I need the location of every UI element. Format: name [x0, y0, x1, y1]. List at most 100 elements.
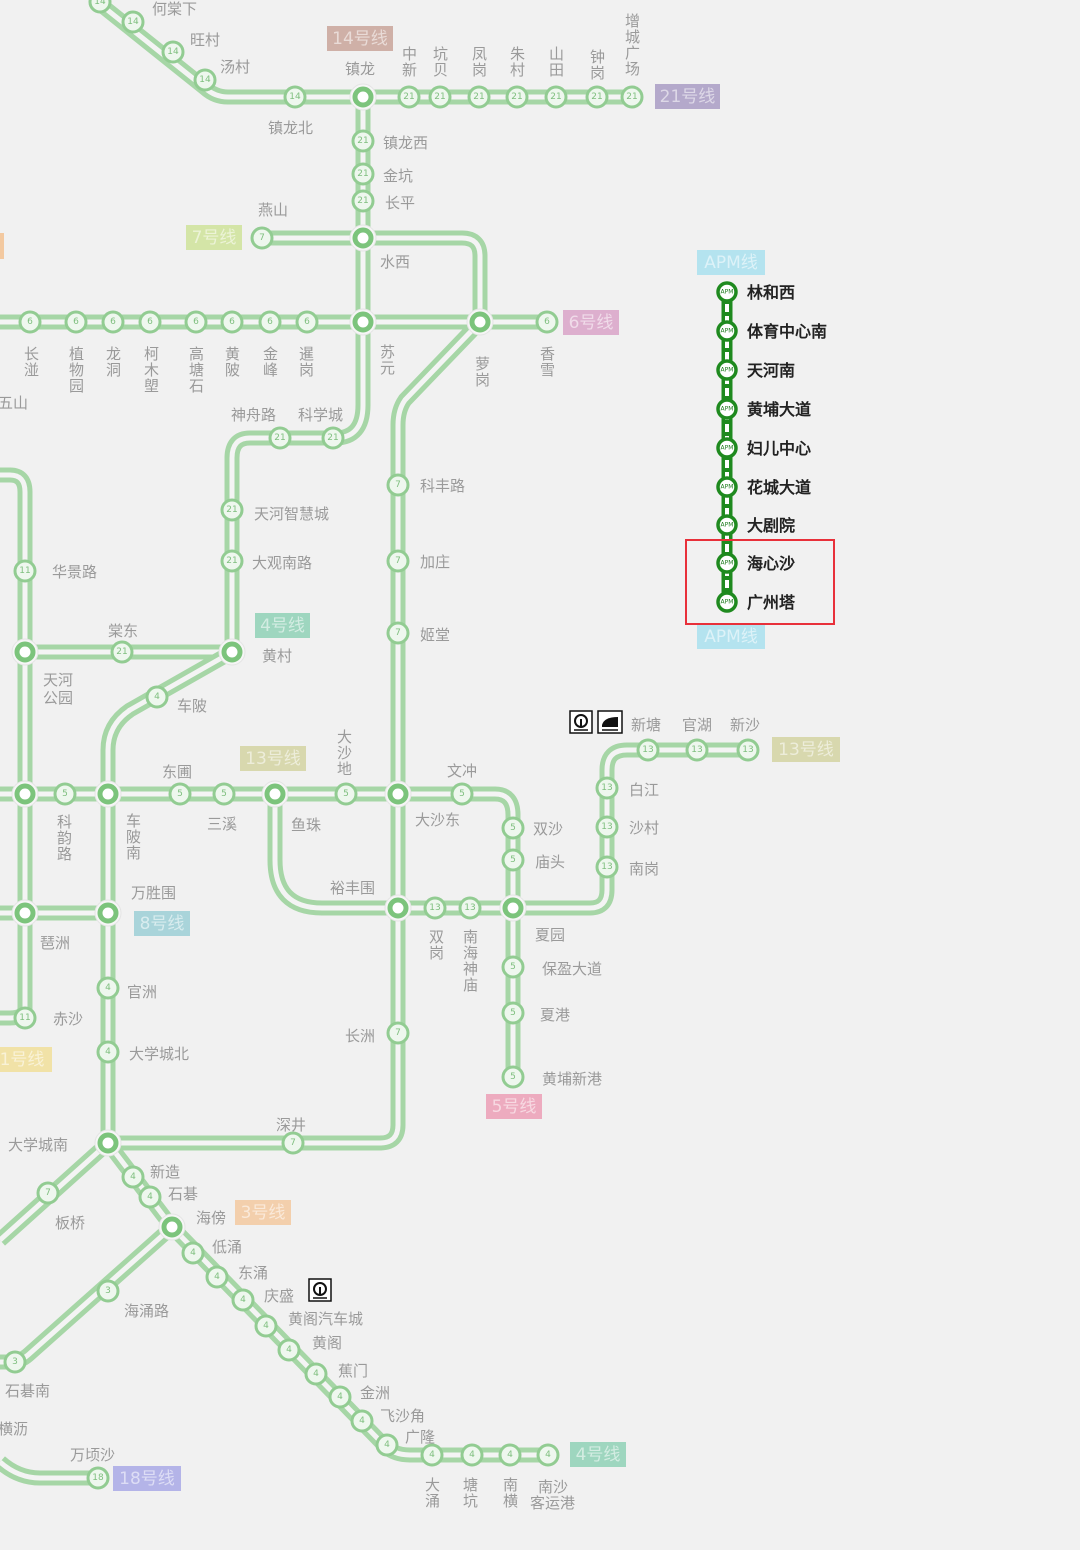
line-badge-l3[interactable]: 3号线 [235, 1200, 291, 1225]
station-label-wushan[interactable]: 五山 [0, 394, 28, 412]
transfer-station[interactable] [499, 894, 527, 922]
station-marker-l21[interactable]: 21 [351, 129, 375, 153]
station-label-shenzhoulu[interactable]: 神舟路 [231, 406, 276, 424]
station-label-shacun[interactable]: 沙村 [629, 819, 659, 837]
station-marker-l7[interactable]: 7 [250, 226, 274, 250]
station-marker-l7[interactable]: 7 [386, 621, 410, 645]
station-marker-l14[interactable]: 14 [283, 85, 307, 109]
station-marker-l7[interactable]: 7 [36, 1181, 60, 1205]
station-marker-l4[interactable]: 4 [181, 1241, 205, 1265]
line-badge-l7[interactable]: 7号线 [186, 225, 242, 250]
station-label-kefenglu[interactable]: 科丰路 [420, 477, 465, 495]
station-label-hengli[interactable]: 横沥 [0, 1420, 28, 1438]
transfer-station[interactable] [261, 780, 289, 808]
station-marker-l21[interactable]: 21 [321, 426, 345, 450]
station-marker-l21[interactable]: 21 [585, 85, 609, 109]
station-label-zhenlongxi[interactable]: 镇龙西 [383, 134, 428, 152]
station-label-longdong[interactable]: 龙洞 [104, 346, 122, 378]
station-marker-l3[interactable]: 3 [96, 1279, 120, 1303]
station-label-jiazhuang[interactable]: 加庄 [420, 553, 450, 571]
station-marker-l5[interactable]: 5 [501, 816, 525, 840]
transfer-station[interactable] [94, 780, 122, 808]
station-marker-l4[interactable]: 4 [96, 976, 120, 1000]
line-badge-l13[interactable]: 13号线 [240, 746, 306, 771]
station-label-nangang[interactable]: 南岗 [629, 860, 659, 878]
station-label-zhongxin[interactable]: 中新 [400, 46, 418, 78]
station-marker-l21[interactable]: 21 [505, 85, 529, 109]
station-marker-l6[interactable]: 6 [220, 310, 244, 334]
station-label-hetangxia[interactable]: 何棠下 [152, 0, 197, 18]
station-label-changban[interactable]: 长湴 [22, 346, 40, 378]
station-label-dachong[interactable]: 大涌 [423, 1477, 441, 1509]
station-marker-l21[interactable]: 21 [397, 85, 421, 109]
station-label-jinzhou[interactable]: 金洲 [360, 1384, 390, 1402]
station-label-nanheng[interactable]: 南横 [501, 1477, 519, 1509]
station-label-yuzhu[interactable]: 鱼珠 [291, 816, 321, 834]
station-label-huangge_qcc[interactable]: 黄阁汽车城 [288, 1310, 363, 1328]
transfer-station[interactable] [218, 638, 246, 666]
station-marker-l14[interactable]: 14 [88, 0, 112, 14]
station-label-xintang[interactable]: 新塘 [631, 716, 661, 734]
station-label-daxuechengnan[interactable]: 大学城南 [8, 1136, 68, 1154]
station-label-haibang[interactable]: 海傍 [196, 1209, 226, 1227]
station-label-shuangsha[interactable]: 双沙 [533, 820, 563, 838]
station-marker-l21[interactable]: 21 [544, 85, 568, 109]
station-label-xiagang[interactable]: 夏港 [540, 1006, 570, 1024]
apm-station-label[interactable]: 广州塔 [747, 593, 796, 612]
station-marker-l21[interactable]: 21 [268, 426, 292, 450]
station-label-dashadi[interactable]: 大沙地 [335, 729, 353, 777]
station-label-qingsheng[interactable]: 庆盛 [264, 1287, 294, 1305]
station-label-tangkeng[interactable]: 塘坑 [461, 1477, 479, 1509]
station-label-kexuecheng[interactable]: 科学城 [298, 406, 343, 424]
station-marker-l7[interactable]: 7 [386, 549, 410, 573]
transfer-station[interactable] [466, 308, 494, 336]
station-marker-l4[interactable]: 4 [350, 1409, 374, 1433]
station-label-xinzao[interactable]: 新造 [150, 1163, 180, 1181]
station-marker-l4[interactable]: 4 [277, 1338, 301, 1362]
transfer-station[interactable] [11, 638, 39, 666]
apm-station-label[interactable]: 体育中心南 [747, 322, 827, 341]
station-marker-l4[interactable]: 4 [205, 1265, 229, 1289]
station-marker-l11[interactable]: 11 [13, 559, 37, 583]
station-marker-l4[interactable]: 4 [420, 1443, 444, 1467]
station-label-guanhu[interactable]: 官湖 [682, 716, 712, 734]
transfer-station[interactable] [11, 780, 39, 808]
station-label-shantian[interactable]: 山田 [547, 46, 565, 78]
station-marker-l4[interactable]: 4 [254, 1314, 278, 1338]
station-marker-l14[interactable]: 14 [121, 10, 145, 34]
station-label-zhenlongbei[interactable]: 镇龙北 [268, 119, 313, 137]
line-badge-l14[interactable]: 14号线 [327, 26, 393, 51]
apm-station-label[interactable]: 林和西 [747, 283, 795, 302]
station-marker-l13[interactable]: 13 [685, 738, 709, 762]
line-badge-apm[interactable]: APM线 [697, 624, 765, 649]
station-marker-l21[interactable]: 21 [220, 549, 244, 573]
transfer-station[interactable] [94, 1129, 122, 1157]
transfer-station[interactable] [94, 899, 122, 927]
station-label-xinsha[interactable]: 新沙 [730, 716, 760, 734]
station-marker-l6[interactable]: 6 [64, 310, 88, 334]
station-marker-l4[interactable]: 4 [145, 685, 169, 709]
station-marker-l5[interactable]: 5 [501, 848, 525, 872]
station-marker-l13[interactable]: 13 [595, 855, 619, 879]
station-marker-l14[interactable]: 14 [193, 68, 217, 92]
station-marker-l4[interactable]: 4 [304, 1362, 328, 1386]
station-label-zengcheng[interactable]: 增城广场 [623, 13, 641, 77]
station-label-wenchong[interactable]: 文冲 [447, 762, 477, 780]
station-marker-l13[interactable]: 13 [736, 738, 760, 762]
station-marker-l6[interactable]: 6 [101, 310, 125, 334]
station-label-dongpu[interactable]: 东圃 [162, 763, 192, 781]
station-label-jinkeng[interactable]: 金坑 [383, 167, 413, 185]
station-marker-l6[interactable]: 6 [535, 310, 559, 334]
station-label-shenjing[interactable]: 深井 [276, 1116, 306, 1134]
transfer-station[interactable] [349, 83, 377, 111]
station-label-zhihuicheng[interactable]: 天河智慧城 [254, 505, 329, 523]
station-label-yufengwei[interactable]: 裕丰围 [330, 879, 375, 897]
station-marker-l21[interactable]: 21 [620, 85, 644, 109]
transfer-station[interactable] [158, 1213, 186, 1241]
line-badge-l21[interactable]: 21号线 [655, 84, 720, 109]
station-marker-l21[interactable]: 21 [220, 498, 244, 522]
station-label-gaotangshi[interactable]: 高塘石 [187, 346, 205, 394]
